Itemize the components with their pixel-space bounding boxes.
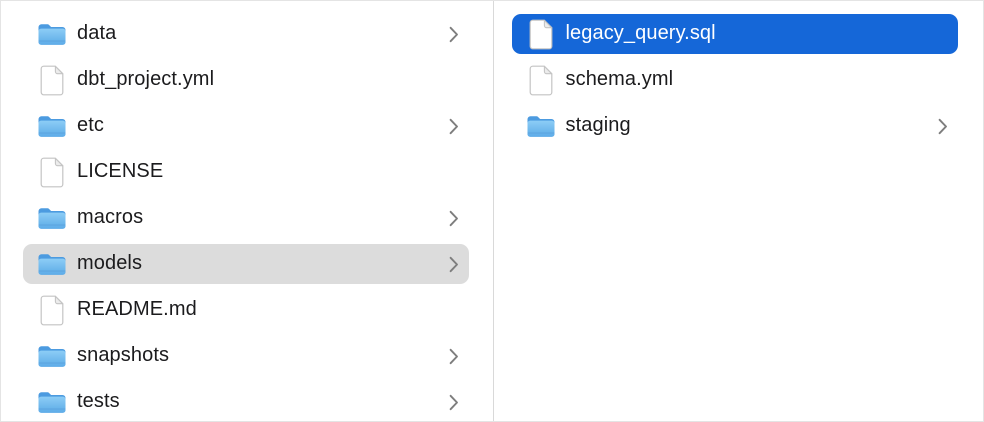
column-divider[interactable] — [492, 1, 494, 421]
item-label: data — [77, 22, 117, 44]
chevron-right-icon — [449, 256, 459, 273]
item-label: etc — [77, 114, 104, 136]
item-label: dbt_project.yml — [77, 68, 215, 90]
file-icon — [526, 18, 556, 50]
list-item-data[interactable]: data — [23, 14, 469, 58]
list-item-models[interactable]: models — [23, 244, 469, 288]
list-item-legacy-query-sql[interactable]: legacy_query.sql — [511, 14, 958, 58]
folder-icon — [37, 110, 67, 142]
list-item-schema-yml[interactable]: schema.yml — [512, 60, 959, 104]
list-item-readme-md[interactable]: README.md — [23, 290, 469, 334]
file-icon — [37, 294, 67, 326]
list-item-license[interactable]: LICENSE — [23, 152, 469, 196]
item-label: schema.yml — [565, 68, 674, 90]
item-label: legacy_query.sql — [565, 22, 716, 44]
item-label: macros — [77, 206, 144, 228]
chevron-right-icon — [449, 210, 459, 227]
column-parent-folder: data dbt_project.ym — [1, 1, 493, 421]
folder-icon — [526, 110, 556, 142]
item-label: tests — [77, 390, 120, 412]
list-item-staging[interactable]: staging — [512, 106, 959, 150]
folder-icon — [37, 202, 67, 234]
item-label: staging — [565, 114, 631, 136]
item-label: LICENSE — [77, 160, 164, 182]
chevron-right-icon — [449, 26, 459, 43]
folder-icon — [37, 18, 67, 50]
chevron-right-icon — [449, 118, 459, 135]
file-icon — [526, 64, 556, 96]
list-item-snapshots[interactable]: snapshots — [23, 336, 469, 380]
file-icon — [37, 156, 67, 188]
list-item-tests[interactable]: tests — [23, 382, 469, 421]
chevron-right-icon — [449, 394, 459, 411]
column-child-folder: legacy_query.sql sc — [494, 1, 984, 421]
list-item-etc[interactable]: etc — [23, 106, 469, 150]
list-item-dbt-project-yml[interactable]: dbt_project.yml — [23, 60, 469, 104]
folder-icon — [37, 386, 67, 418]
list-item-macros[interactable]: macros — [23, 198, 469, 242]
folder-icon — [37, 340, 67, 372]
item-label: snapshots — [77, 344, 170, 366]
folder-icon — [37, 248, 67, 280]
item-label: README.md — [77, 298, 197, 320]
chevron-right-icon — [938, 118, 948, 135]
item-label: models — [77, 252, 143, 274]
chevron-right-icon — [449, 348, 459, 365]
file-icon — [37, 64, 67, 96]
